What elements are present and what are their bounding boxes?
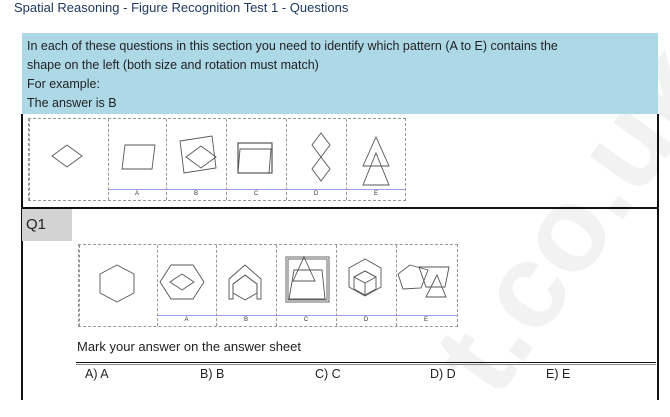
answer-divider [76,362,656,363]
instructions-box: In each of these questions in this secti… [22,33,658,114]
answer-divider-2 [76,364,656,365]
option-label: E [373,191,378,197]
q1-option-d[interactable] [336,245,397,326]
option-label: E [423,317,428,323]
example-option-c[interactable] [226,119,287,200]
answer-option-d[interactable]: D) D [430,367,456,381]
example-target-cell [29,119,109,200]
option-label: A [134,191,139,197]
answer-instruction: Mark your answer on the answer sheet [77,339,301,354]
answer-option-a[interactable]: A) A [85,367,109,381]
example-figure-strip: A B C D E [28,118,406,201]
option-label: D [313,191,319,197]
q1-option-b[interactable] [216,245,277,326]
answer-option-e[interactable]: E) E [546,367,571,381]
q1-option-e[interactable] [396,245,457,326]
instruction-line: The answer is B [27,96,117,110]
frame-left [21,114,23,400]
example-option-b[interactable] [166,119,227,200]
q1-option-a[interactable] [157,245,217,326]
answer-option-b[interactable]: B) B [200,367,225,381]
option-label: A [184,317,189,323]
answer-option-c[interactable]: C) C [315,367,341,381]
label-row [108,189,405,190]
instruction-line: For example: [27,77,100,91]
q1-target-cell [79,245,158,326]
instruction-line: In each of these questions in this secti… [27,39,558,53]
option-label: B [243,317,248,323]
label-row [157,315,457,316]
option-label: C [303,317,309,323]
q1-option-c[interactable] [276,245,337,326]
option-label: C [253,191,259,197]
option-label: D [363,317,369,323]
hexagon-icon [99,255,450,303]
example-option-e[interactable] [346,119,407,200]
q1-figure-strip: A B C D E [78,244,458,327]
example-option-d[interactable] [286,119,347,200]
question-label: Q1 [22,209,72,241]
option-label: B [193,191,198,197]
diamond-icon [51,132,390,186]
frame-right [657,114,659,400]
instruction-line: shape on the left (both size and rotatio… [27,58,319,72]
page-title: Spatial Reasoning - Figure Recognition T… [14,0,349,15]
example-option-a[interactable] [108,119,167,200]
section-divider [21,207,659,209]
